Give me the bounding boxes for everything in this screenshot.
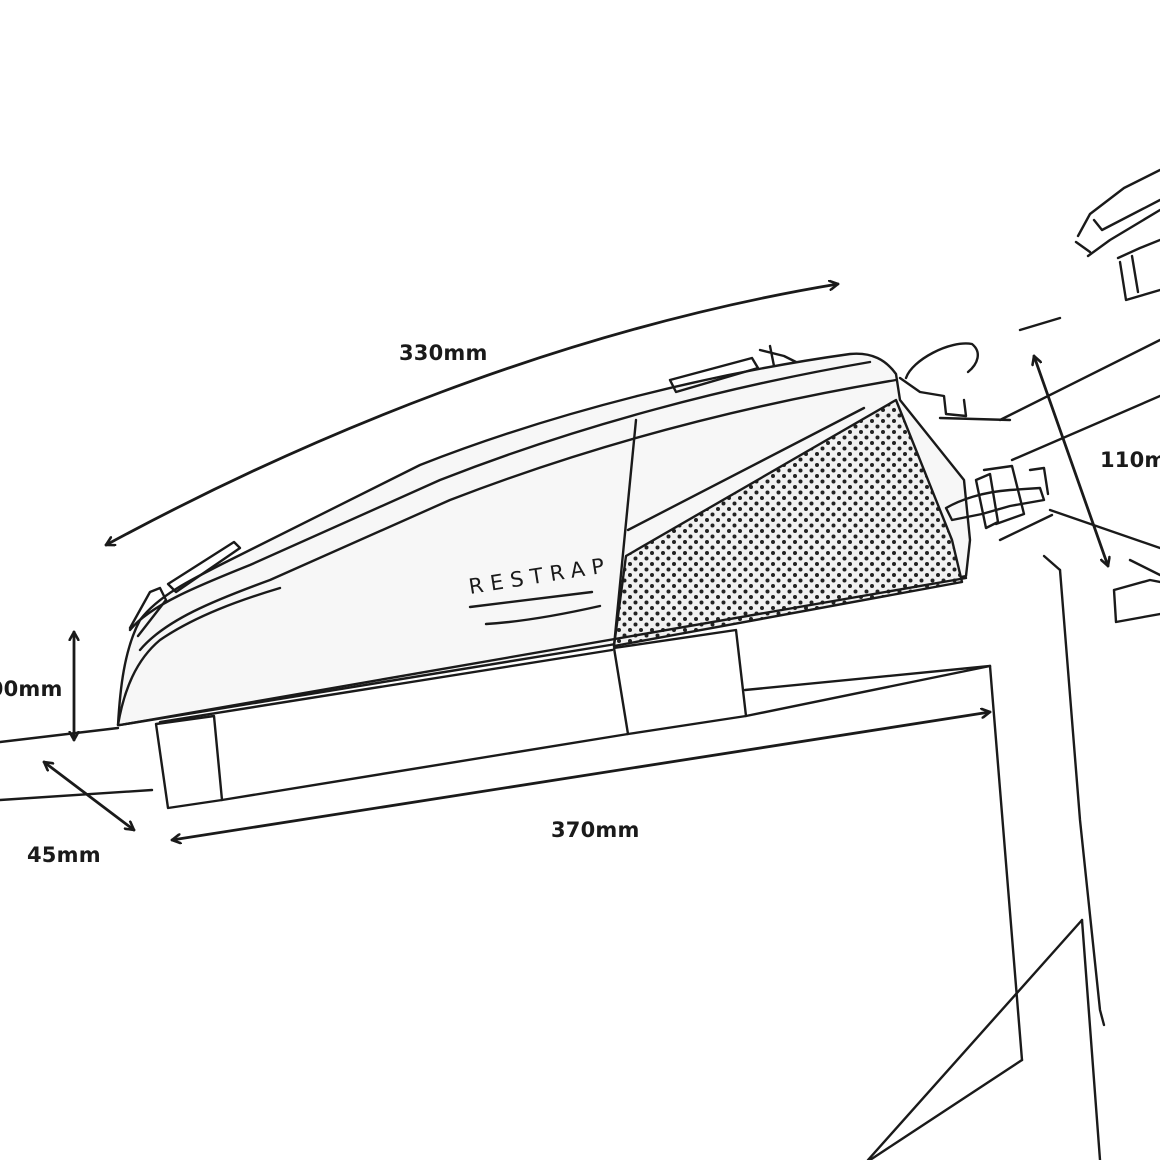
dim-arrow-rear-height <box>1034 354 1108 568</box>
frame-outline-mid <box>743 664 992 692</box>
head-badge <box>1112 578 1160 624</box>
bag-base-seam <box>118 576 968 727</box>
steerer-line <box>998 338 1160 422</box>
logo-underline <box>468 590 594 609</box>
head-tube-vertical <box>1128 558 1160 577</box>
zip-pull-front <box>166 540 242 594</box>
label-base-length: 370mm <box>551 818 640 842</box>
zip-pull-front-tab <box>128 586 168 638</box>
head-tube-edge-2 <box>1048 508 1160 550</box>
top-tube-bag <box>116 344 1050 727</box>
stem-body <box>938 416 1012 422</box>
dim-arrow-width <box>42 760 136 832</box>
frame-outline-seat <box>1080 918 1102 1160</box>
computer-mount <box>1074 168 1160 302</box>
top-tube-upper-edge <box>0 726 120 744</box>
label-front-height: 100mm <box>0 677 63 701</box>
frame-outline-inner <box>988 664 1024 1062</box>
top-tube-lower-edge <box>0 788 154 802</box>
strap-buckle-2 <box>982 464 1026 526</box>
head-tube-edge <box>1058 568 1106 1027</box>
steerer-strap <box>944 486 1046 522</box>
label-rear-height: 110mm <box>1100 448 1160 472</box>
stem-bolt <box>898 376 968 418</box>
front-velcro-strap <box>612 628 748 736</box>
rear-velcro-strap <box>154 714 224 810</box>
bag-front-curve <box>116 586 282 727</box>
label-width: 45mm <box>27 843 101 867</box>
frame-outline-lower-tube <box>866 918 1084 1160</box>
strap-buckle <box>974 472 1000 530</box>
dim-arrow-base-length <box>170 712 992 840</box>
computer-mount-lip <box>1092 198 1160 232</box>
frame-outline-lower <box>868 1058 1024 1160</box>
handlebar-line <box>1018 316 1062 332</box>
head-tube-right <box>1042 554 1062 572</box>
strap-end <box>1028 466 1050 496</box>
logo-swoosh <box>484 604 602 626</box>
stem-cap <box>904 342 979 380</box>
dim-arrow-top-length <box>104 284 840 547</box>
label-top-length: 330mm <box>399 341 488 365</box>
